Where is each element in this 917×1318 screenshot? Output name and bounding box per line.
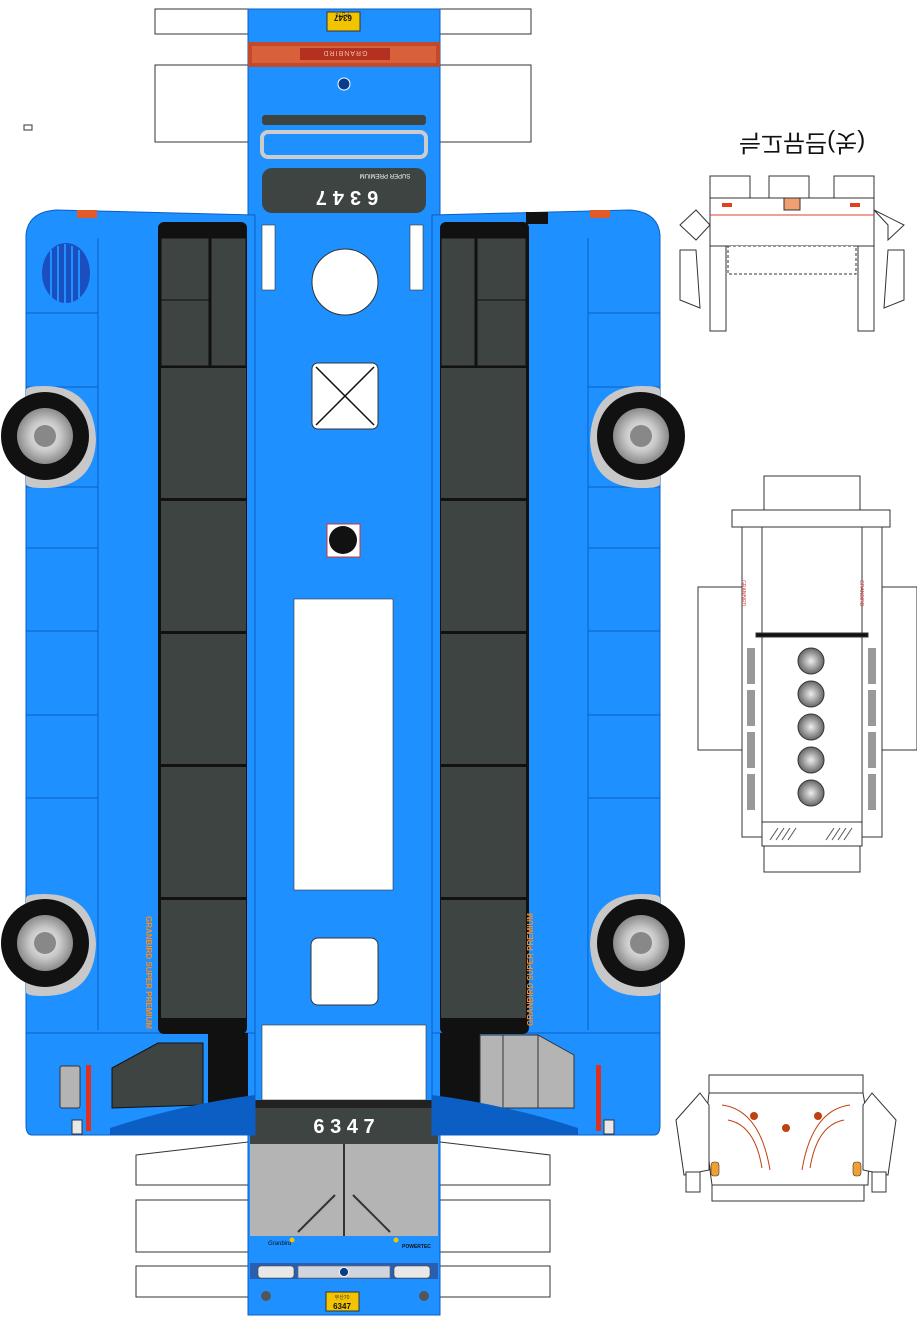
front-plate-top: 부산70	[335, 1294, 350, 1301]
front-destination-board	[250, 1102, 438, 1144]
roof-rear-hatch	[310, 937, 379, 1006]
mirrored-annotation: 늑고뮤믄(놋)	[739, 129, 865, 156]
rear-window	[262, 168, 426, 213]
headlamp-right	[393, 1265, 431, 1279]
rear-light-text: GRANBIRD	[323, 49, 368, 56]
front-plate-number: 6347	[333, 1302, 351, 1311]
front-license-plate	[325, 1291, 360, 1312]
aircon-grilles	[747, 648, 876, 810]
roof-aircon-cutout	[293, 598, 394, 891]
side-vent-icon	[42, 243, 90, 304]
rear-bumper-part	[679, 175, 905, 332]
rear-plate-top: 부산70	[335, 11, 350, 18]
aircon-fan-icons	[797, 647, 825, 807]
rear-license-plate	[326, 11, 361, 32]
roof-antenna-icon	[329, 526, 357, 554]
roof-vent-round	[311, 248, 379, 316]
front-bumper-part	[675, 1074, 897, 1202]
rear-destination: 6347	[310, 186, 379, 208]
rear-emblem-icon	[337, 77, 351, 91]
front-emblem-icon	[339, 1267, 349, 1277]
left-side-panel: GRANBIRD SUPER PREMIUM	[1, 209, 256, 1136]
front-badge-right: POWERTEC	[402, 1244, 431, 1250]
svg-text:GRANBIRD: GRANBIRD	[740, 580, 746, 607]
right-model-text: GRANBIRD SUPER PREMIUM	[526, 913, 535, 1026]
headlamp-left	[257, 1265, 295, 1279]
roof-strip: GRANBIRD 6347 SUPER PREMIUM 부산70 6347 6 …	[247, 8, 441, 1316]
rear-badge: SUPER PREMIUM	[360, 172, 411, 178]
left-model-text: GRANBIRD SUPER PREMIUM	[144, 916, 153, 1029]
front-badge-left: Granbird	[268, 1241, 292, 1247]
front-destination-number: 6 3 4 7	[313, 1116, 374, 1138]
right-side-panel: GRANBIRD SUPER PREMIUM	[431, 209, 685, 1136]
svg-text:GRANBIRD: GRANBIRD	[858, 580, 864, 607]
rear-plate-number: 6347	[334, 13, 352, 22]
glue-tabs	[135, 8, 551, 1298]
front-bumper-details	[721, 1104, 851, 1171]
